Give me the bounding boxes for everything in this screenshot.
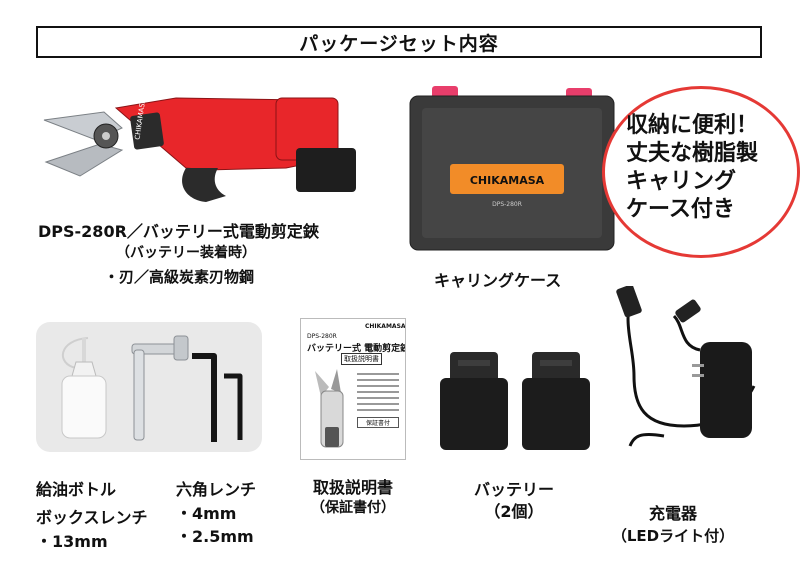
- callout-line-1: 収納に便利！: [626, 113, 759, 138]
- hex-wrench-label: 六角レンチ: [176, 480, 257, 499]
- charger-image: [616, 286, 756, 447]
- box-wrench-size: ・13mm: [36, 532, 108, 551]
- manual-box: 保証書付: [357, 417, 399, 428]
- charger-label: 充電器: [648, 504, 697, 523]
- box-wrench-label: ボックスレンチ: [36, 508, 148, 527]
- case-model: DPS-280R: [492, 201, 522, 208]
- manual-label: 取扱説明書: [312, 478, 393, 497]
- oil-bottle-label: 給油ボトル: [36, 480, 117, 499]
- box-wrench-image: [131, 335, 189, 441]
- pruner-name: DPS-280R／バッテリー式電動剪定鋏: [38, 222, 319, 241]
- manual-model: DPS-280R: [307, 333, 337, 340]
- manual-title: バッテリー式 電動剪定鋏: [307, 344, 406, 354]
- manual-brand: CHIKAMASA: [365, 323, 406, 330]
- hex-wrench-size-2-5mm: ・2.5mm: [176, 527, 254, 546]
- charger-sub: （LEDライト付）: [611, 527, 735, 545]
- carrying-case-image: CHIKAMASA DPS-280R: [409, 86, 615, 251]
- hex-wrench-size-4mm: ・4mm: [176, 504, 237, 523]
- pruner-sub: （バッテリー装着時）: [116, 245, 256, 261]
- electric-pruner-image: CHIKAMASA: [43, 97, 356, 202]
- battery-sub: （2個）: [484, 502, 544, 521]
- pruner-blade: ・刃／高級炭素刃物鋼: [104, 268, 255, 286]
- hex-wrench-image: [192, 353, 243, 442]
- callout-text: 収納に便利！ 丈夫な樹脂製 キャリング ケース付き: [626, 112, 796, 225]
- battery-label: バッテリー: [473, 480, 554, 499]
- page-title: パッケージセット内容: [36, 26, 762, 58]
- manual-sub: （保証書付）: [311, 500, 395, 516]
- battery-image-2: [522, 352, 590, 450]
- callout-line-4: ケース付き: [626, 197, 735, 223]
- callout-line-2: 丈夫な樹脂製: [626, 141, 759, 167]
- manual-pruner-photo: [315, 369, 344, 448]
- oil-bottle-image: [61, 337, 107, 439]
- callout-line-3: キャリング: [626, 169, 737, 195]
- manual-image: CHIKAMASA DPS-280R バッテリー式 電動剪定鋏 取扱説明書 保証…: [300, 318, 406, 460]
- case-brand: CHIKAMASA: [470, 174, 545, 187]
- manual-subtitle: 取扱説明書: [341, 353, 382, 365]
- callout-circle: [602, 86, 800, 258]
- case-label: キャリングケース: [434, 271, 562, 290]
- battery-image-1: [440, 352, 508, 450]
